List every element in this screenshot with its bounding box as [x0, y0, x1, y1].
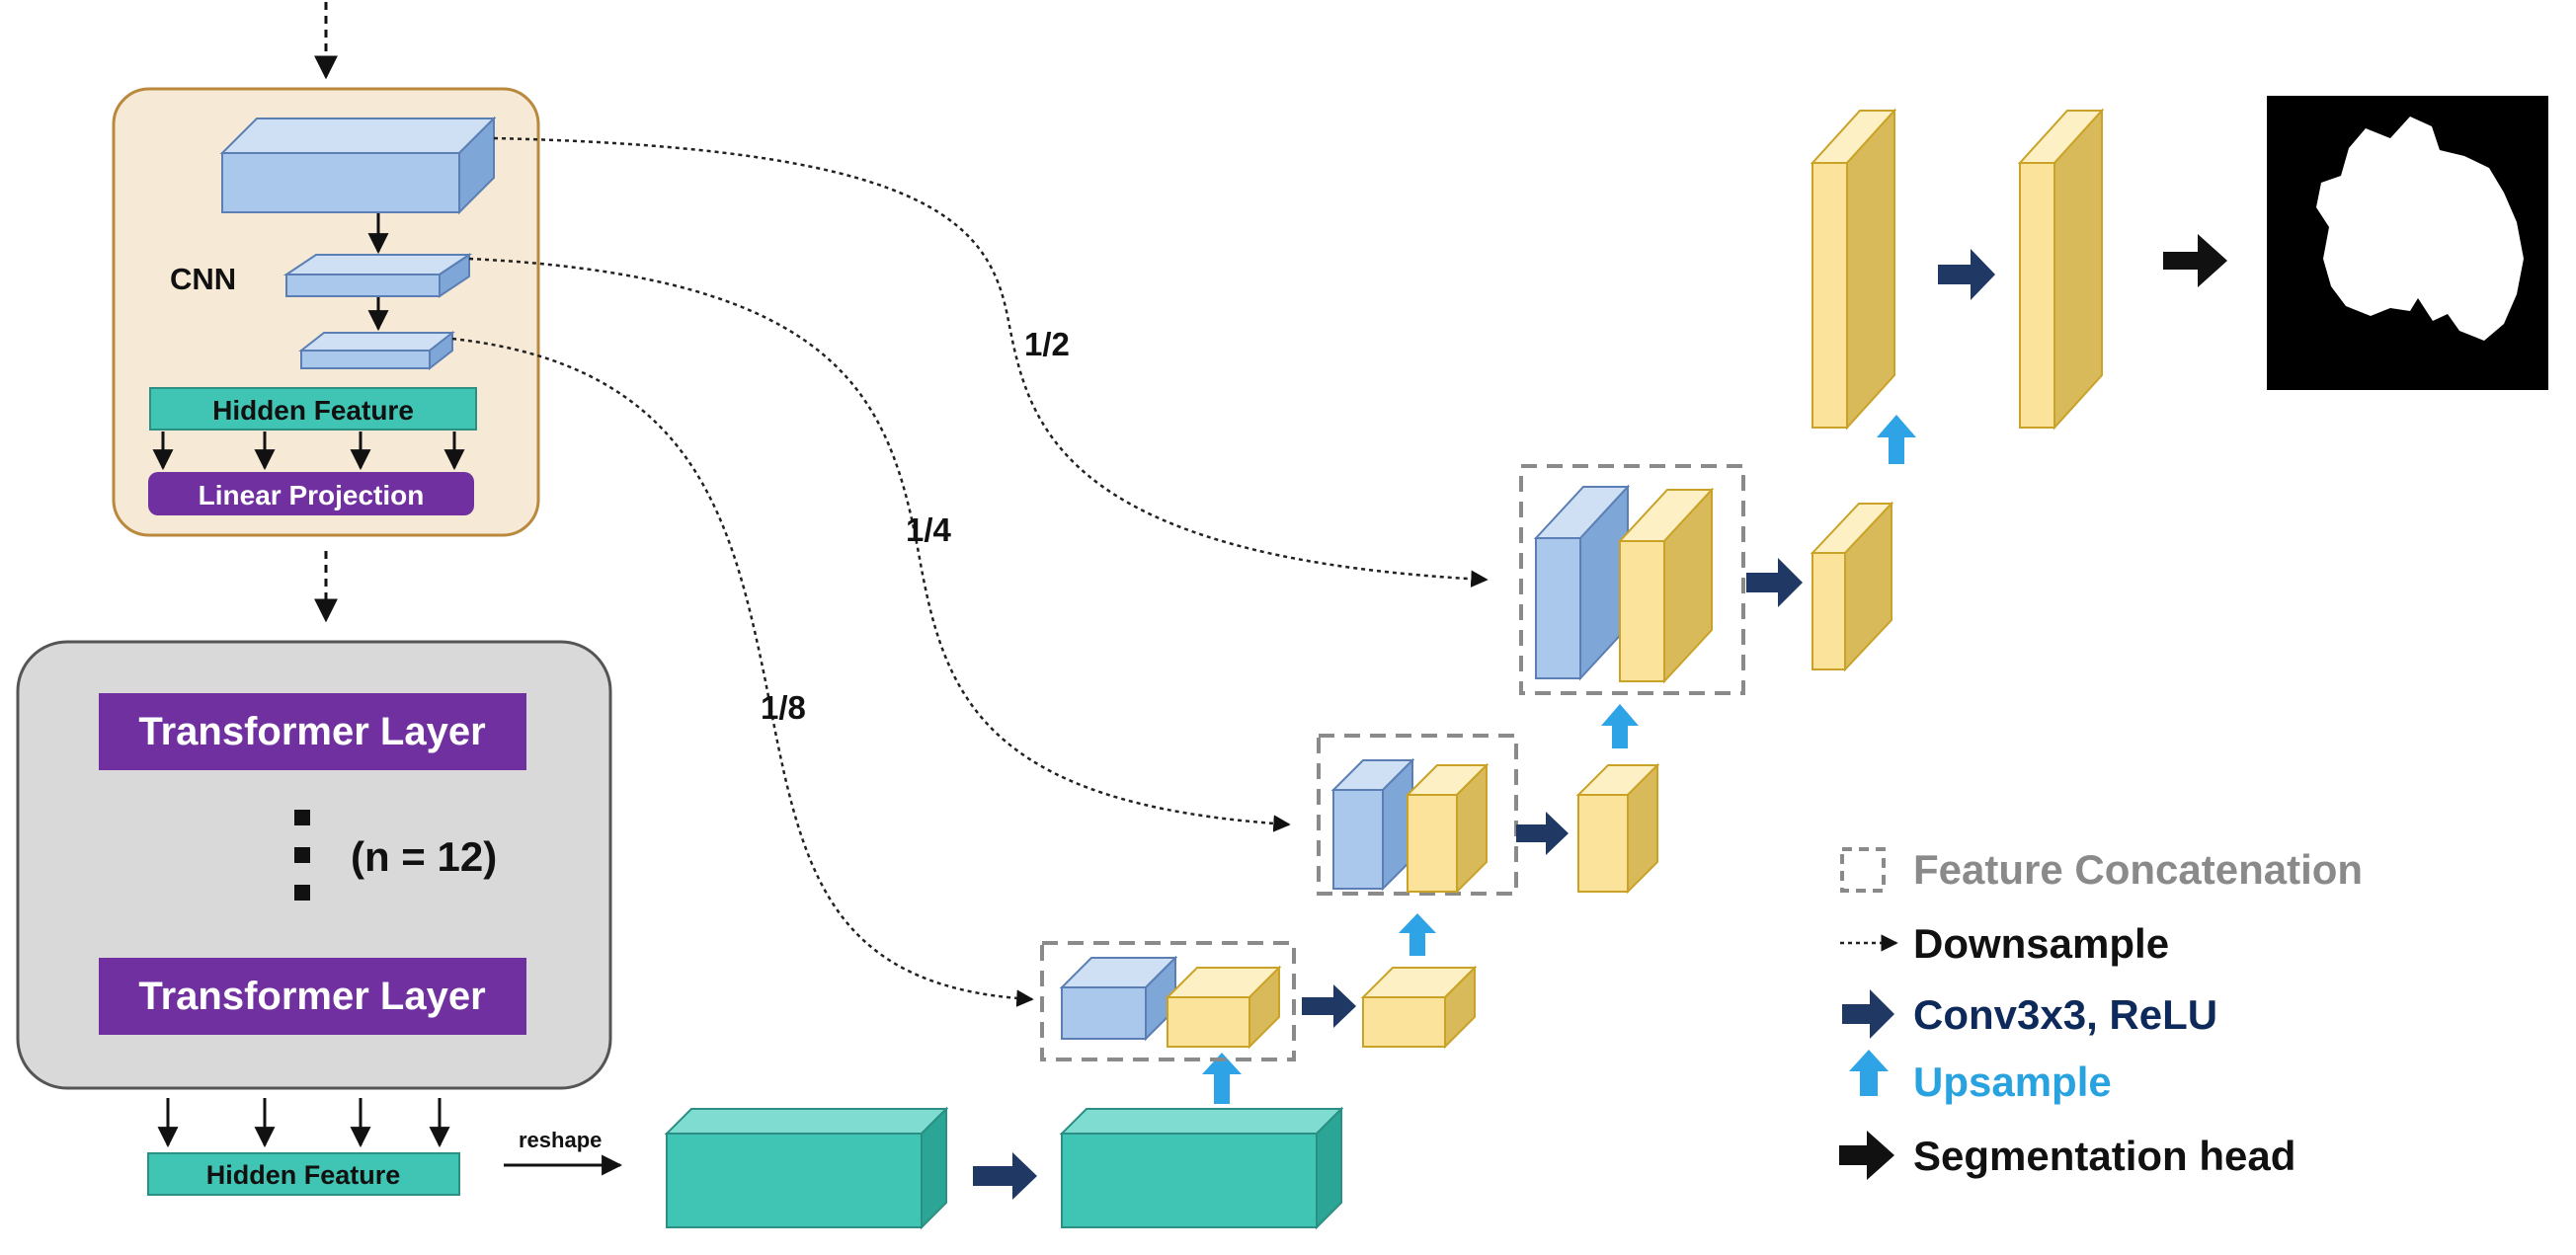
- conv-arrow-stage3: [1746, 558, 1803, 607]
- skip-connection-1-4: [468, 257, 1291, 832]
- cnn-block-medium: [282, 253, 473, 298]
- linear-projection-bar: Linear Projection: [148, 472, 474, 515]
- cnn-block-large: [219, 116, 497, 215]
- conv-arrow-final: [1938, 249, 1995, 300]
- legend-conv-swatch: [1842, 989, 1894, 1039]
- legend-seghead-label: Segmentation head: [1913, 1133, 2295, 1179]
- legend: Feature Concatenation Downsample Conv3x3…: [1839, 846, 2363, 1180]
- skip-connection-1-2: [493, 136, 1489, 588]
- hidden-feature-bottom-bar: Hidden Feature: [147, 1152, 460, 1196]
- concat-box-1: [1040, 941, 1296, 1061]
- legend-concat-swatch: [1840, 847, 1886, 893]
- concat-box-2: [1317, 734, 1518, 896]
- segmentation-head-arrow: [2163, 234, 2227, 287]
- legend-upsample-label: Upsample: [1913, 1059, 2112, 1105]
- yellow-block-stage1b: [1360, 965, 1478, 1050]
- transformer-output-arrows: [157, 1098, 450, 1148]
- legend-concat-label: Feature Concatenation: [1913, 846, 2363, 893]
- teal-block-1: [664, 1106, 949, 1230]
- yellow-block-stage2a: [1405, 762, 1489, 895]
- projection-arrows: [152, 431, 465, 471]
- transformer-layer-top-label: Transformer Layer: [138, 710, 485, 753]
- conv-arrow-stage2: [1516, 812, 1569, 855]
- yellow-block-final-b: [2017, 108, 2105, 431]
- legend-downsample-label: Downsample: [1913, 920, 2169, 967]
- blue-block-stage1: [1059, 955, 1178, 1042]
- transformer-layer-bottom: Transformer Layer: [99, 958, 526, 1035]
- blue-block-stage2: [1330, 757, 1415, 892]
- transformer-layer-top: Transformer Layer: [99, 693, 526, 770]
- yellow-block-stage2b: [1575, 762, 1660, 895]
- yellow-block-stage3b: [1810, 501, 1894, 672]
- cnn-label: CNN: [170, 262, 236, 296]
- segmentation-mask-image: [2267, 96, 2548, 390]
- blue-block-stage3: [1533, 484, 1631, 681]
- skip-label-eighth: 1/8: [761, 689, 806, 726]
- upsample-arrow-3: [1601, 704, 1639, 748]
- yellow-block-final-a: [1810, 108, 1897, 431]
- repeat-dots: [294, 810, 310, 901]
- conv-arrow-teal: [973, 1152, 1037, 1200]
- hidden-feature-top-label: Hidden Feature: [212, 395, 414, 426]
- reshape-label: reshape: [519, 1128, 602, 1152]
- transformer-layer-bottom-label: Transformer Layer: [138, 975, 485, 1018]
- skip-label-half: 1/2: [1024, 326, 1070, 362]
- teal-block-2: [1059, 1106, 1344, 1230]
- upsample-arrow-4: [1877, 415, 1916, 464]
- legend-upsample-swatch: [1849, 1050, 1889, 1096]
- cnn-block-small: [298, 330, 455, 371]
- upsample-arrow-1: [1202, 1053, 1242, 1104]
- yellow-block-stage1a: [1165, 965, 1282, 1050]
- concat-box-3: [1519, 464, 1745, 695]
- skip-label-quarter: 1/4: [906, 511, 952, 548]
- repeat-count-label: (n = 12): [351, 833, 497, 880]
- legend-seghead-swatch: [1839, 1131, 1894, 1180]
- upsample-arrow-2: [1399, 913, 1436, 956]
- linear-projection-label: Linear Projection: [199, 480, 425, 510]
- hidden-feature-top-bar: Hidden Feature: [149, 387, 477, 431]
- legend-conv-label: Conv3x3, ReLU: [1913, 991, 2217, 1038]
- yellow-block-stage3a: [1617, 487, 1715, 684]
- hidden-feature-bottom-label: Hidden Feature: [206, 1160, 401, 1190]
- conv-arrow-stage1: [1302, 984, 1356, 1028]
